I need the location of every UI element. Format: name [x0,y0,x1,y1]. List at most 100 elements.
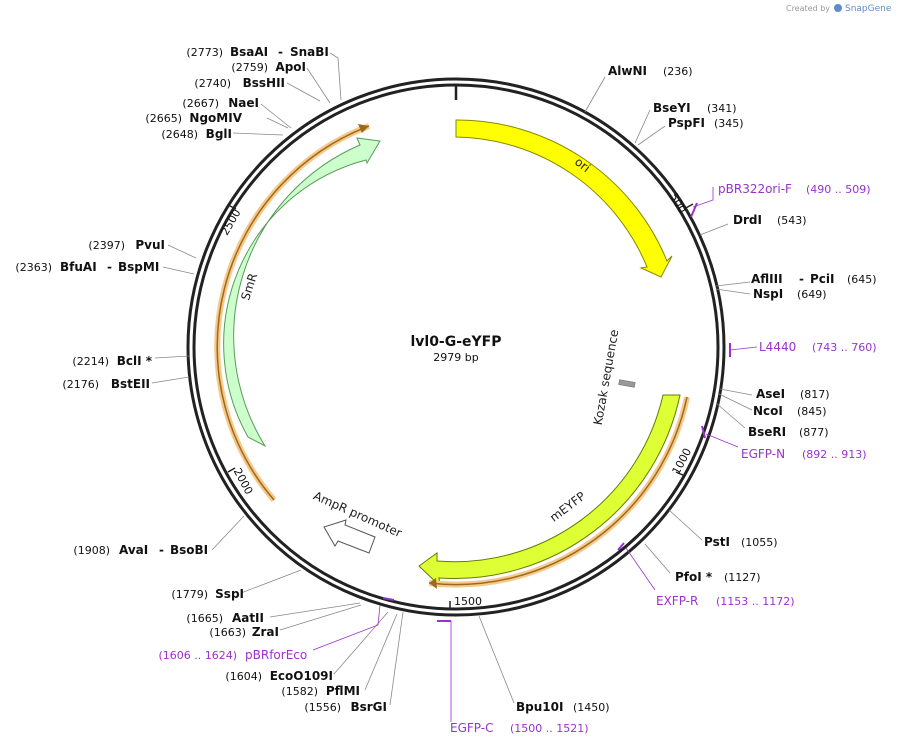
site-ncoi-pos: (845) [797,405,827,418]
site-bcli-name[interactable]: BclI * [117,354,153,368]
feature-meyfp-cds-line [428,396,688,586]
primer-pbrforeco-range: (1606 .. 1624) [158,649,237,662]
site-apoi-pos: (2759) [231,61,268,74]
site-naei-name[interactable]: NaeI [228,96,259,110]
site-bsaai-name[interactable]: BsaAI [230,45,268,59]
site-leader-lines [151,52,753,706]
site-ecoo109i-pos: (1604) [225,670,262,683]
plasmid-size: 2979 bp [433,351,478,364]
site-bfuai-sep: - [107,260,112,274]
site-aatii-pos: (1665) [186,612,223,625]
site-pfoi-name[interactable]: PfoI * [675,570,713,584]
site-pflmi-pos: (1582) [281,685,318,698]
primer-egfp-n-range: (892 .. 913) [802,448,867,461]
site-bfuai-name[interactable]: BfuAI [60,260,97,274]
site-bgli-name[interactable]: BglI [206,127,232,141]
site-asei-name[interactable]: AseI [756,387,785,401]
primer-exfp-r-name[interactable]: EXFP-R [656,594,698,608]
site-nspi-name[interactable]: NspI [753,287,783,301]
site-naei-pos: (2667) [182,97,219,110]
site-afliii-sep: - [799,272,804,286]
primer-labels: pBR322ori-F (490 .. 509) L4440 (743 .. 7… [158,182,876,735]
primer-pbr322ori-f-range: (490 .. 509) [806,183,871,196]
site-bsshii-pos: (2740) [194,77,231,90]
site-bseyi-pos: (341) [707,102,737,115]
site-asei-pos: (817) [800,388,830,401]
site-pvui-name[interactable]: PvuI [135,238,165,252]
primer-egfp-n-name[interactable]: EGFP-N [741,447,785,461]
site-bfuai-pos: (2363) [15,261,52,274]
site-drdi-name[interactable]: DrdI [733,213,762,227]
primer-egfp-c-name[interactable]: EGFP-C [450,721,493,735]
site-bsshii-name[interactable]: BssHII [243,76,285,90]
site-ncoi-name[interactable]: NcoI [753,404,783,418]
site-labels-right: AlwNI (236) BseYI (341) PspFI (345) DrdI… [608,64,877,584]
site-sspi-name[interactable]: SspI [215,587,244,601]
primer-egfp-n-mark [701,425,706,439]
site-labels-left: AvaI - BsoBI (1908) BstEII (2176) BclI *… [15,45,328,557]
site-pflmi-name[interactable]: PflMI [326,684,360,698]
feature-ori-arrow[interactable] [455,119,673,278]
site-pfoi-pos: (1127) [724,571,761,584]
feature-smr-arrow[interactable] [223,137,381,448]
scale-ticks: 500 1000 1500 2000 2500 [218,191,694,609]
feature-meyfp-arrow[interactable] [418,394,681,588]
site-nspi-pos: (649) [797,288,827,301]
site-pcii-name[interactable]: PciI [810,272,835,286]
site-bseri-pos: (877) [799,426,829,439]
tick-2000-mark [227,467,236,473]
site-ngomiv-name[interactable]: NgoMIV [189,111,242,125]
backbone [186,77,726,617]
site-psti-name[interactable]: PstI [704,535,730,549]
site-sspi-pos: (1779) [171,588,208,601]
site-bsteii-pos: (2176) [62,378,99,391]
site-bsobi-name[interactable]: BsoBI [170,543,208,557]
tick-2500-mark [227,204,237,210]
site-pspfi-name[interactable]: PspFI [668,116,705,130]
primer-pbr322ori-f-name[interactable]: pBR322ori-F [718,182,792,196]
site-bsaai-pos: (2773) [186,46,223,59]
site-avai-sep: - [159,543,164,557]
tick-2500-label: 2500 [218,207,243,238]
credit-prefix: Created by [786,4,830,13]
site-alwni-name[interactable]: AlwNI [608,64,647,78]
plasmid-name: lvl0-G-eYFP [410,334,501,350]
site-avai-name[interactable]: AvaI [119,543,148,557]
site-bseyi-name[interactable]: BseYI [653,101,691,115]
primer-egfp-c-range: (1500 .. 1521) [510,722,589,735]
feature-ampr-promoter-arrow[interactable] [323,519,376,554]
site-afliii-name[interactable]: AflIII [751,272,783,286]
site-bseri-name[interactable]: BseRI [748,425,786,439]
site-aatii-name[interactable]: AatII [232,611,264,625]
site-avai-pos: (1908) [73,544,110,557]
feature-kozak-box[interactable] [618,379,636,388]
site-snabi-name[interactable]: SnaBI [290,45,329,59]
site-bsaai-sep: - [278,45,283,59]
site-zrai-pos: (1663) [209,626,246,639]
backbone-outer-strand [186,77,726,617]
site-labels-bottom: Bpu10I (1450) BsrGI (1556) PflMI (1582) … [171,587,609,714]
feature-meyfp-cds-highlight [428,396,690,588]
site-zrai-name[interactable]: ZraI [252,625,279,639]
primer-l4440-range: (743 .. 760) [812,341,877,354]
feature-meyfp-cds-arrowhead [429,578,437,589]
site-bspmi-name[interactable]: BspMI [118,260,159,274]
feature-smr-cds-highlight [214,123,371,502]
tick-500-mark [683,203,694,210]
primer-l4440-name[interactable]: L4440 [759,340,796,354]
snapgene-logo-icon [834,4,842,12]
site-bsteii-name[interactable]: BstEII [111,377,150,391]
site-drdi-pos: (543) [777,214,807,227]
primer-marks [312,187,758,722]
primer-pbrforeco-name[interactable]: pBRforEco [245,648,307,662]
primer-pbrforeco-mark [382,597,395,601]
feature-kozak-label: Kozak sequence [591,328,622,426]
site-apoi-name[interactable]: ApoI [275,60,306,74]
site-bpu10i-name[interactable]: Bpu10I [516,700,563,714]
site-alwni-pos: (236) [663,65,693,78]
primer-exfp-r-mark [617,542,625,551]
site-pvui-pos: (2397) [88,239,125,252]
site-bsrgi-name[interactable]: BsrGI [350,700,387,714]
feature-smr-cds-arrowhead [358,124,369,133]
site-ecoo109i-name[interactable]: EcoO109I [270,669,333,683]
